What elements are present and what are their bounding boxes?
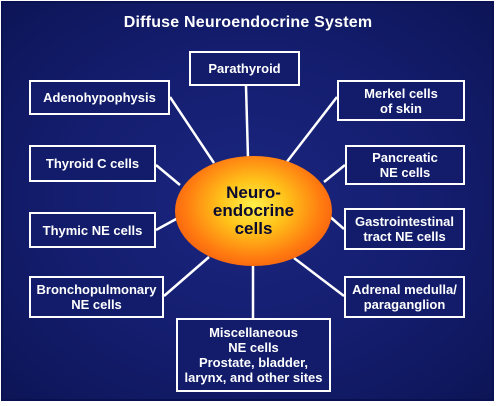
node-label: Adrenal medulla/ paraganglion (352, 282, 457, 312)
node-label: Pancreatic NE cells (372, 150, 438, 180)
connector-bronchopulmonary (163, 256, 210, 297)
node-parathyroid: Parathyroid (189, 51, 300, 86)
node-label: Bronchopulmonary NE cells (36, 282, 157, 312)
node-label: Thymic NE cells (42, 222, 143, 238)
connector-pancreatic (323, 164, 346, 183)
node-thyroid-c-cells: Thyroid C cells (29, 145, 156, 182)
diagram-title: Diffuse Neuroendocrine System (123, 14, 373, 31)
connector-merkel (285, 96, 338, 164)
connector-adenohypophysis (168, 96, 216, 164)
node-gastrointestinal: Gastrointestinal tract NE cells (344, 208, 465, 250)
hub-neuroendocrine-cells: Neuro- endocrine cells (175, 156, 332, 266)
node-label: Adenohypophysis (43, 90, 156, 105)
node-adenohypophysis: Adenohypophysis (29, 80, 170, 115)
node-bronchopulmonary: Bronchopulmonary NE cells (29, 276, 164, 318)
node-thymic-ne-cells: Thymic NE cells (29, 212, 156, 248)
connector-thymic (155, 216, 179, 232)
connector-adrenal (293, 257, 345, 297)
node-adrenal-medulla: Adrenal medulla/ paraganglion (344, 276, 465, 318)
hub-label: Neuro- endocrine cells (212, 183, 295, 238)
node-label: Thyroid C cells (45, 156, 140, 171)
node-label: Merkel cells of skin (364, 85, 438, 116)
connector-parathyroid (244, 85, 250, 159)
node-miscellaneous: Miscellaneous NE cells Prostate, bladder… (176, 318, 331, 392)
node-merkel-cells: Merkel cells of skin (337, 80, 465, 121)
node-pancreatic: Pancreatic NE cells (345, 145, 465, 185)
node-label: Gastrointestinal tract NE cells (355, 214, 454, 244)
node-label: Parathyroid (208, 61, 281, 76)
node-label: Miscellaneous NE cells Prostate, bladder… (184, 325, 323, 385)
connector-thyroid-c (155, 164, 181, 186)
